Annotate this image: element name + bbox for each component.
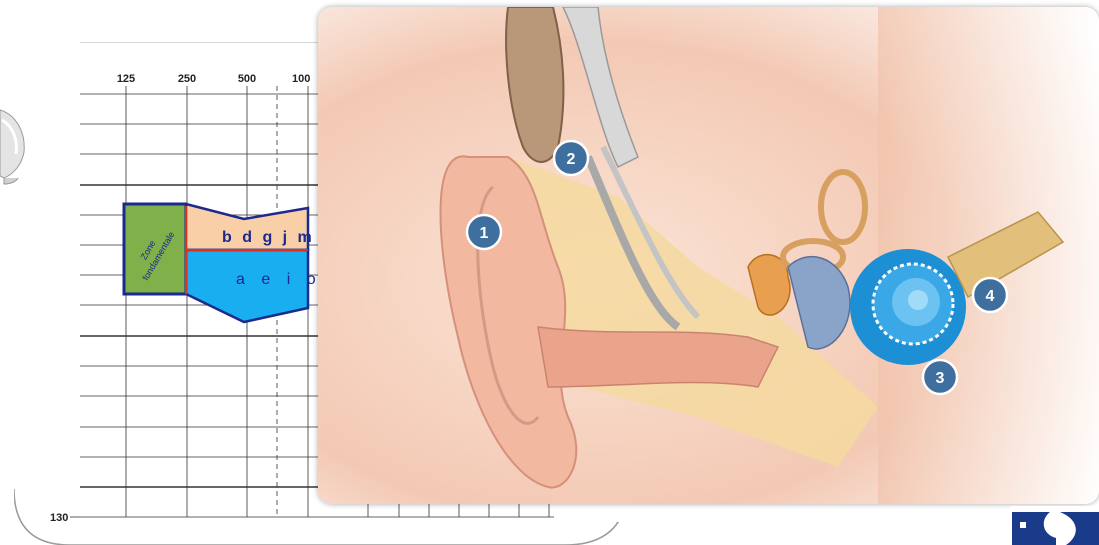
vowels-label: a e i o <box>236 271 322 288</box>
svg-text:2: 2 <box>567 151 576 168</box>
db-label-130: 130 <box>50 512 68 524</box>
cochlea <box>788 249 966 365</box>
marker-2: 2 <box>554 141 588 175</box>
marker-1: 1 <box>467 215 501 249</box>
ear-anatomy-illustration: 1 2 3 4 <box>318 7 1099 504</box>
brand-logo <box>1010 506 1099 545</box>
consonants-label: b d g j m <box>222 229 315 246</box>
marker-4: 4 <box>973 278 1007 312</box>
freq-label-500: 500 <box>238 73 256 85</box>
marker-3: 3 <box>923 360 957 394</box>
ear-anatomy-card: 1 2 3 4 <box>318 7 1099 504</box>
freq-label-125: 125 <box>117 73 135 85</box>
ear-canal <box>538 327 778 387</box>
svg-text:3: 3 <box>936 370 945 387</box>
fundamental-zone <box>124 204 186 294</box>
freq-label-1000: 100 <box>292 73 310 85</box>
freq-label-250: 250 <box>178 73 196 85</box>
svg-text:4: 4 <box>986 288 995 305</box>
svg-text:1: 1 <box>480 225 489 242</box>
